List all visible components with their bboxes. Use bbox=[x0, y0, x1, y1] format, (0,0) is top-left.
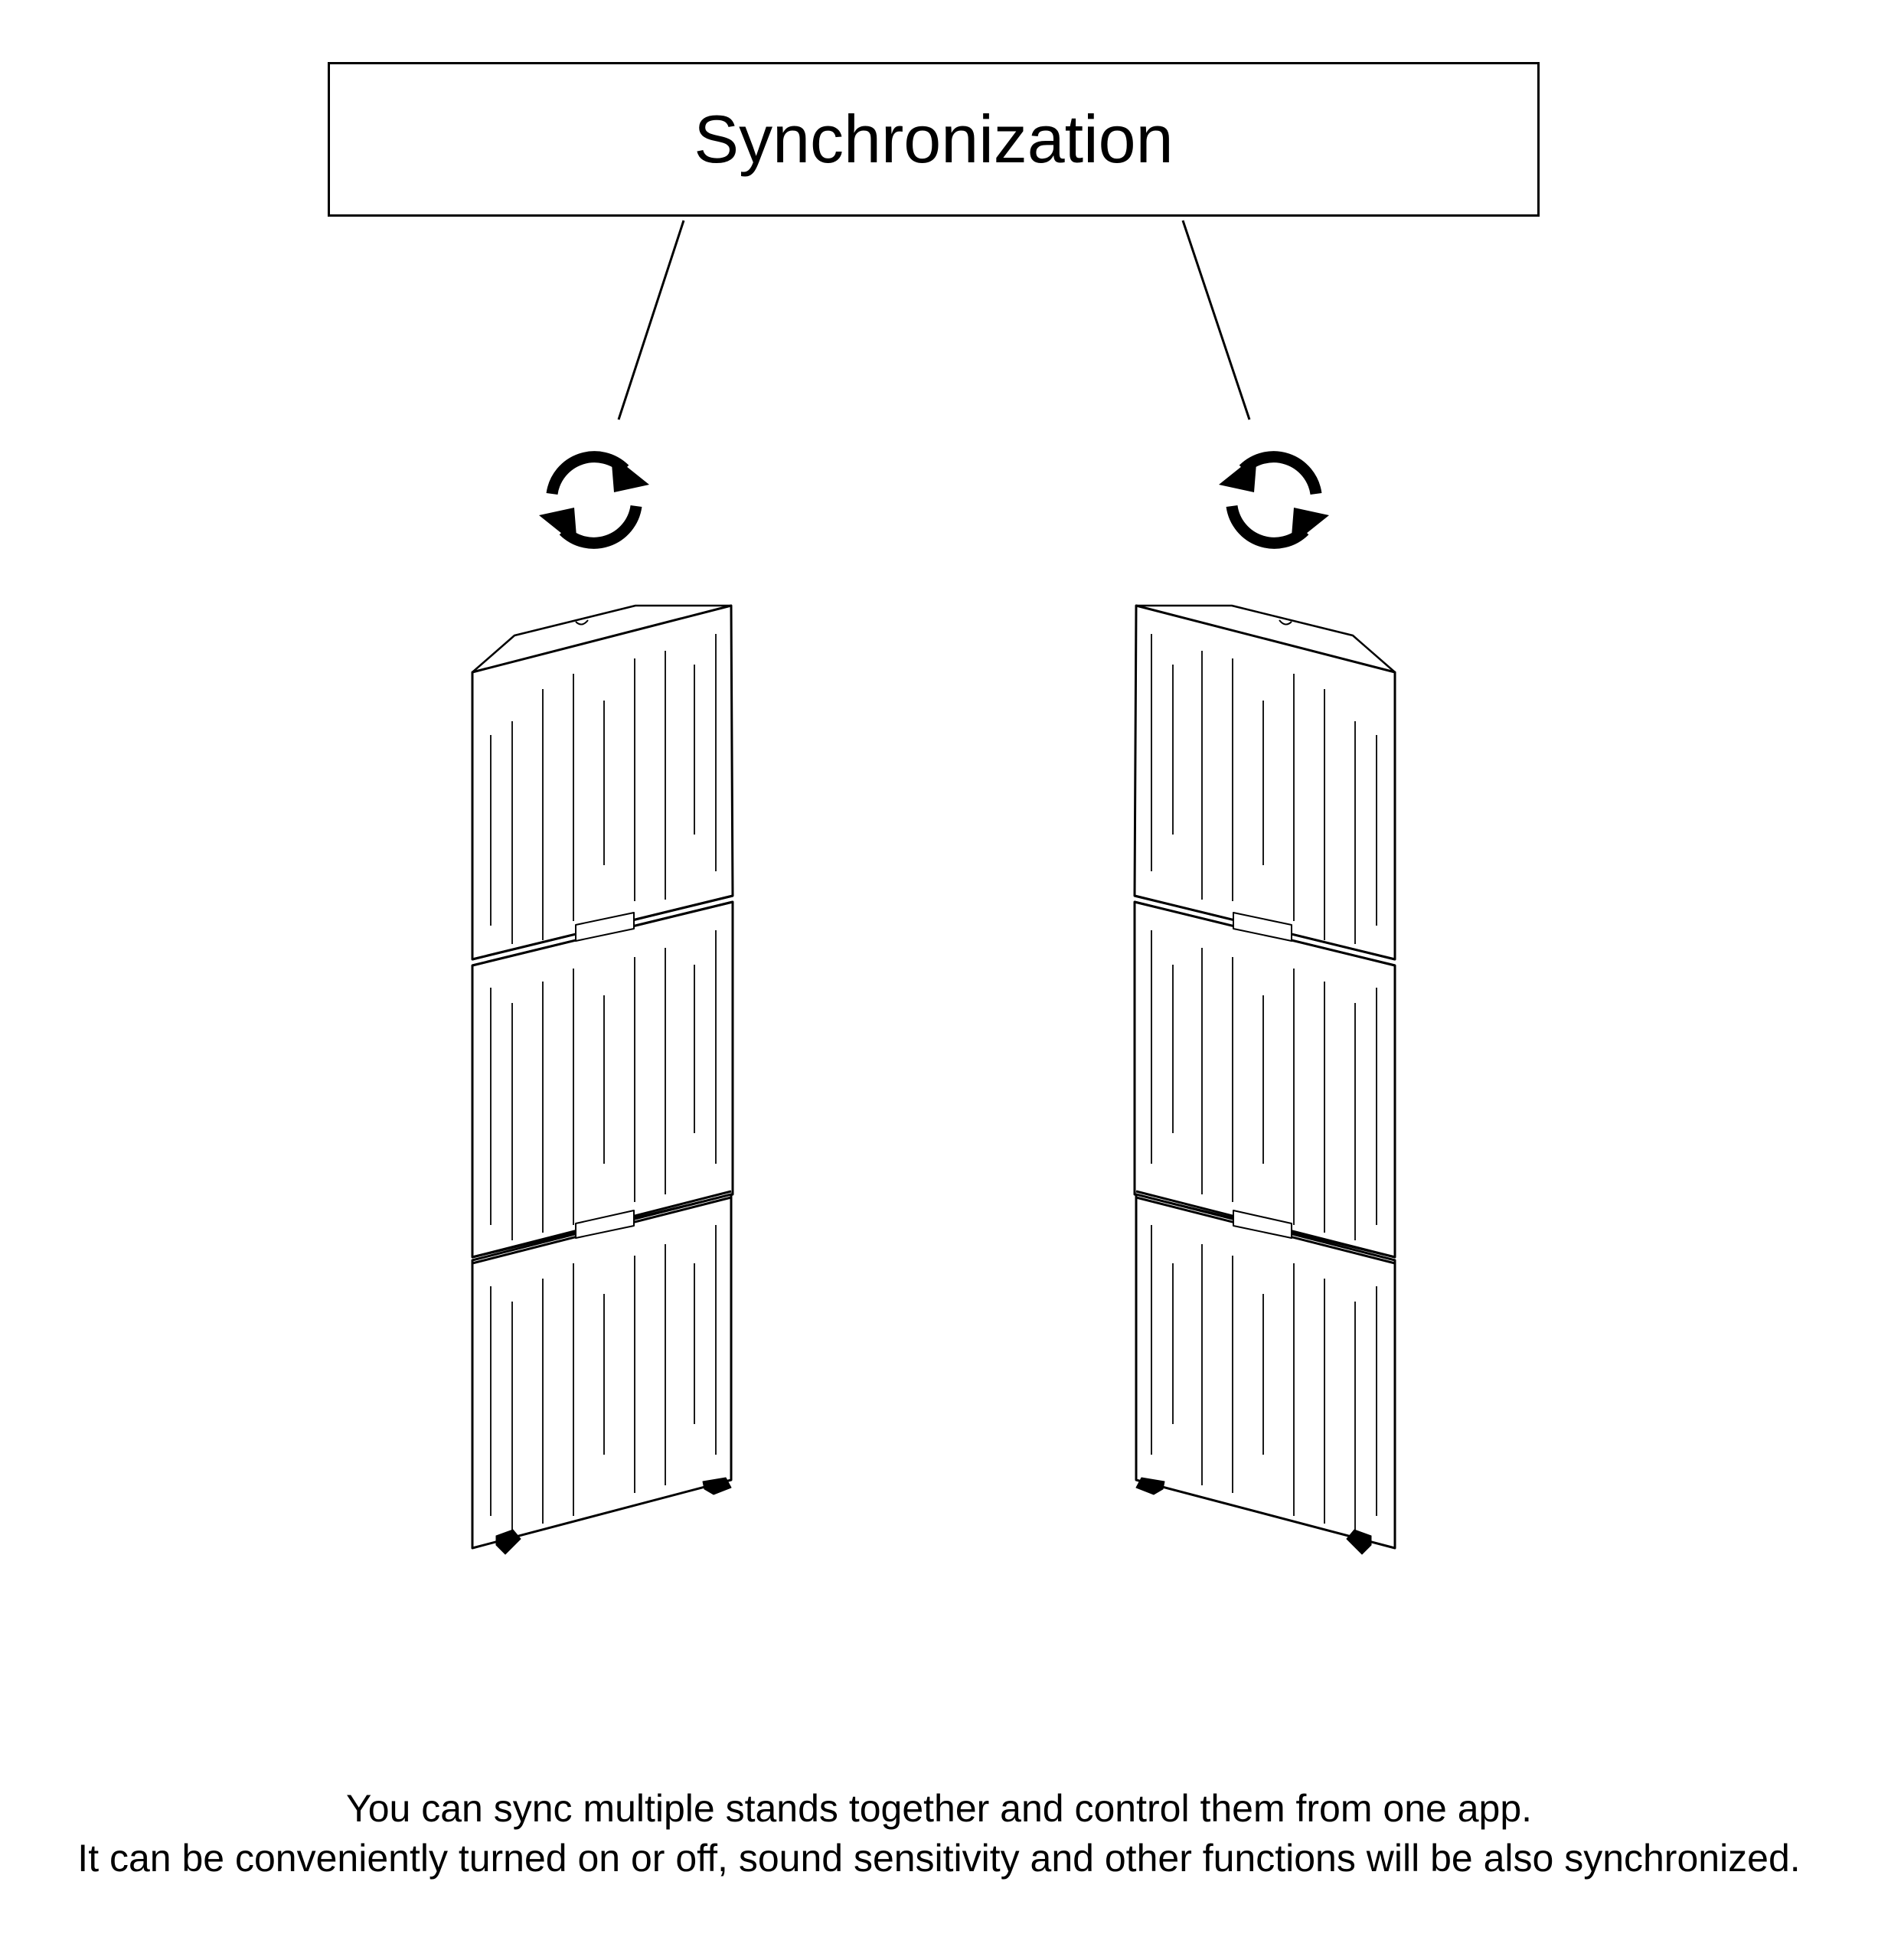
connector-line-right bbox=[1181, 220, 1251, 420]
panel-connector bbox=[575, 1210, 635, 1239]
stand-right-panel-3 bbox=[1135, 1193, 1396, 1550]
title-box: Synchronization bbox=[328, 62, 1540, 217]
sync-icon bbox=[539, 451, 649, 549]
panel-connector bbox=[1233, 1210, 1292, 1239]
stand-foot bbox=[495, 1529, 521, 1555]
caption-line-1: You can sync multiple stands together an… bbox=[345, 1787, 1533, 1830]
caption: You can sync multiple stands together an… bbox=[0, 1784, 1878, 1883]
stand-left-panel-3 bbox=[471, 1193, 733, 1550]
connector-line-left bbox=[617, 220, 685, 420]
panel-connector bbox=[575, 912, 635, 942]
stand-foot bbox=[702, 1477, 732, 1495]
sync-icon bbox=[1219, 451, 1329, 549]
stand-foot bbox=[1346, 1529, 1372, 1555]
panel-connector bbox=[1233, 912, 1292, 942]
diagram-title: Synchronization bbox=[694, 101, 1174, 177]
stand-right bbox=[1133, 604, 1396, 1555]
stand-foot bbox=[1135, 1477, 1165, 1495]
stand-left bbox=[471, 604, 734, 1555]
caption-line-2: It can be conveniently turned on or off,… bbox=[77, 1837, 1801, 1880]
